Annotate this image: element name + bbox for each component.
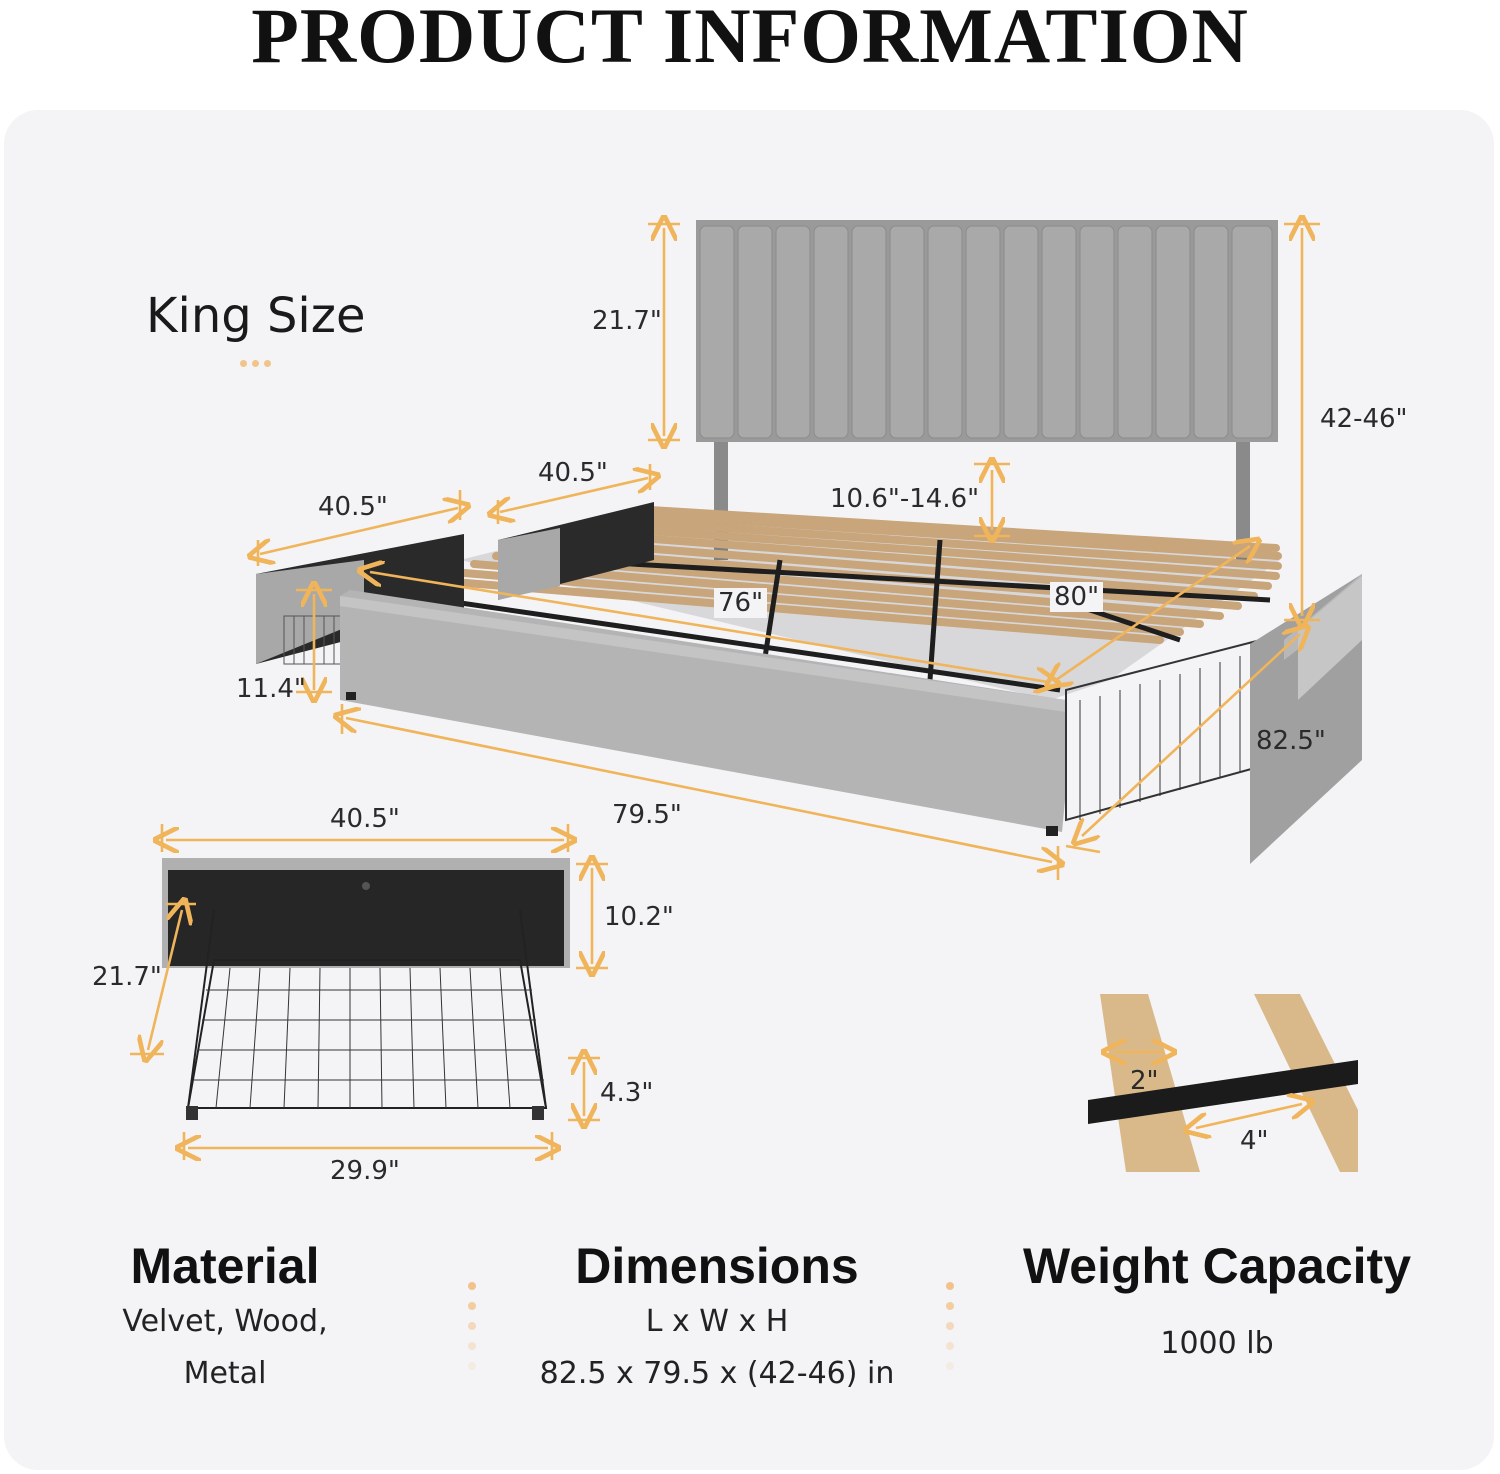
drawer-front-width-label: 40.5" [330,804,400,834]
slat-gap-label: 4" [1240,1126,1269,1156]
drawer-width-mid-label: 40.5" [538,458,608,488]
separator-dots-2 [946,1282,956,1382]
total-height-label: 42-46" [1320,404,1408,434]
dimension-arrows [130,224,1320,1160]
spec-weight-capacity: Weight Capacity 1000 lb [1000,1236,1434,1370]
dimensions-title: Dimensions [575,1238,859,1294]
inner-width-label: 80" [1050,582,1104,612]
clearance-label: 10.6"-14.6" [830,484,980,514]
size-label: King Size [146,288,366,344]
drawer-detail [162,858,570,1120]
drawer-height-label: 11.4" [236,674,306,704]
weight-title: Weight Capacity [1022,1238,1412,1294]
headboard [696,220,1278,560]
inner-length-label: 76" [714,588,768,618]
drawer-depth-label: 21.7" [92,962,162,992]
drawer-front-height-label: 10.2" [604,902,674,932]
drawer-width-left-label: 40.5" [318,492,388,522]
spec-dimensions: Dimensions L x W x H 82.5 x 79.5 x (42-4… [500,1236,934,1400]
spec-material: Material Velvet, Wood, Metal [70,1236,380,1400]
material-line-2: Metal [183,1356,267,1391]
dimensions-line-1: L x W x H [645,1304,789,1339]
material-line-1: Velvet, Wood, [122,1304,328,1339]
drawer-basket-height-label: 4.3" [600,1078,654,1108]
slat-width-label: 2" [1130,1066,1159,1096]
separator-dots-1 [468,1282,478,1382]
slat-detail [1088,994,1358,1172]
headboard-height-label: 21.7" [592,306,662,336]
size-label-dots [240,352,276,371]
drawer-basket-width-label: 29.9" [330,1156,400,1186]
material-title: Material [130,1238,320,1294]
bed-width-label: 79.5" [612,800,682,830]
page-title: PRODUCT INFORMATION [251,0,1249,79]
weight-value: 1000 lb [1160,1326,1274,1361]
bed-length-label: 82.5" [1256,726,1326,756]
dimensions-line-2: 82.5 x 79.5 x (42-46) in [539,1356,895,1391]
